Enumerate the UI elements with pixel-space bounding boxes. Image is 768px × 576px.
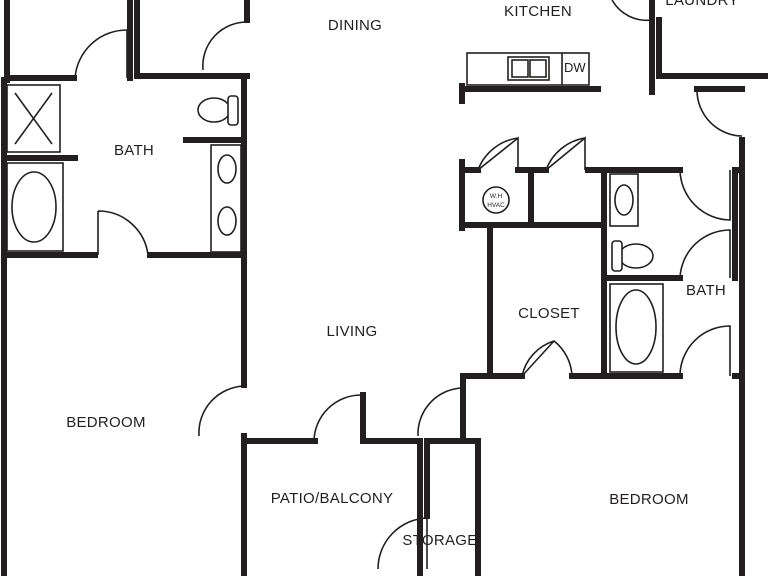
- room-label-bath-left: BATH: [114, 142, 154, 159]
- room-label-bath-right: BATH: [686, 282, 726, 299]
- room-label-storage: STORAGE: [402, 532, 477, 549]
- room-labels: DINING KITCHEN LAUNDRY BATH LIVING CLOSE…: [66, 0, 739, 549]
- room-label-closet: CLOSET: [518, 305, 580, 322]
- toilet-right: [611, 240, 654, 272]
- water-heater: W.H HVAC: [482, 186, 510, 214]
- right-bath-fixtures: [609, 173, 664, 373]
- room-label-laundry: LAUNDRY: [665, 0, 739, 9]
- room-label-patio: PATIO/BALCONY: [271, 490, 394, 507]
- kitchen-fixtures: DW: [466, 52, 590, 86]
- toilet-left: [197, 95, 239, 126]
- room-label-dining: DINING: [328, 17, 382, 34]
- room-label-bedroom-right: BEDROOM: [609, 491, 689, 508]
- room-label-bedroom-left: BEDROOM: [66, 414, 146, 431]
- shower-stall: [6, 84, 61, 153]
- doors: [74, 0, 743, 570]
- svg-text:W.H: W.H: [490, 193, 503, 200]
- svg-text:HVAC: HVAC: [487, 202, 505, 209]
- room-label-kitchen: KITCHEN: [504, 3, 572, 20]
- left-bath-fixtures: [6, 84, 242, 253]
- room-label-living: LIVING: [327, 323, 378, 340]
- dishwasher-label: DW: [564, 60, 586, 75]
